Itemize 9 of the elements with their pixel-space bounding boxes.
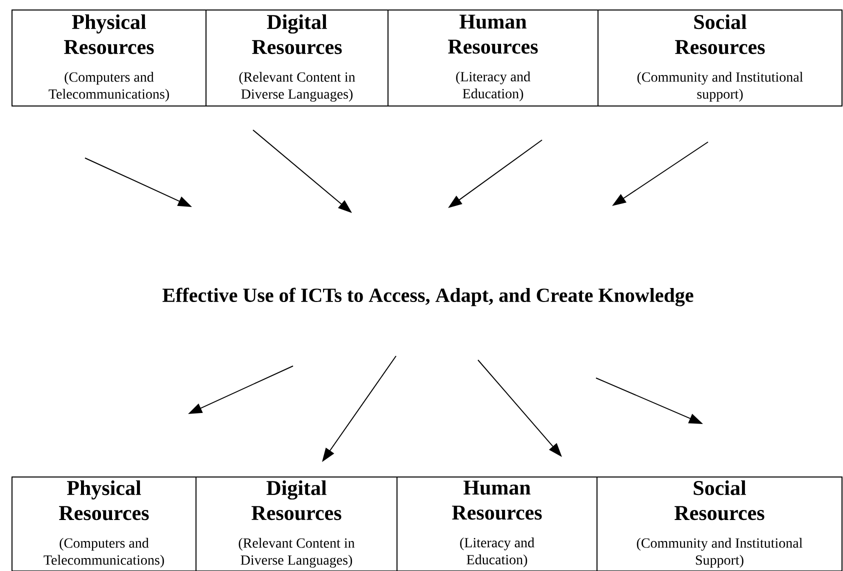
- resource-box: Social Resources (Community and Institutional support): [598, 10, 842, 106]
- resource-box: Human Resources (Literacy and Education): [396, 476, 598, 571]
- resource-box: Social Resources (Community and Institutional Support): [596, 476, 842, 571]
- resource-box: Digital Resources (Relevant Content in Diverse Languages): [196, 476, 398, 571]
- resource-box: Physical Resources (Computers and Telecommunications): [12, 476, 196, 571]
- resource-box: Physical Resources (Computers and Telecommunications): [12, 10, 206, 106]
- central-statement: Effective Use of ICTs to Access, Adapt, and Create Knowledge: [162, 288, 694, 306]
- resource-box: Human Resources (Literacy and Education): [388, 10, 598, 106]
- resource-box: Digital Resources (Relevant Content in Diverse Languages): [206, 10, 388, 106]
